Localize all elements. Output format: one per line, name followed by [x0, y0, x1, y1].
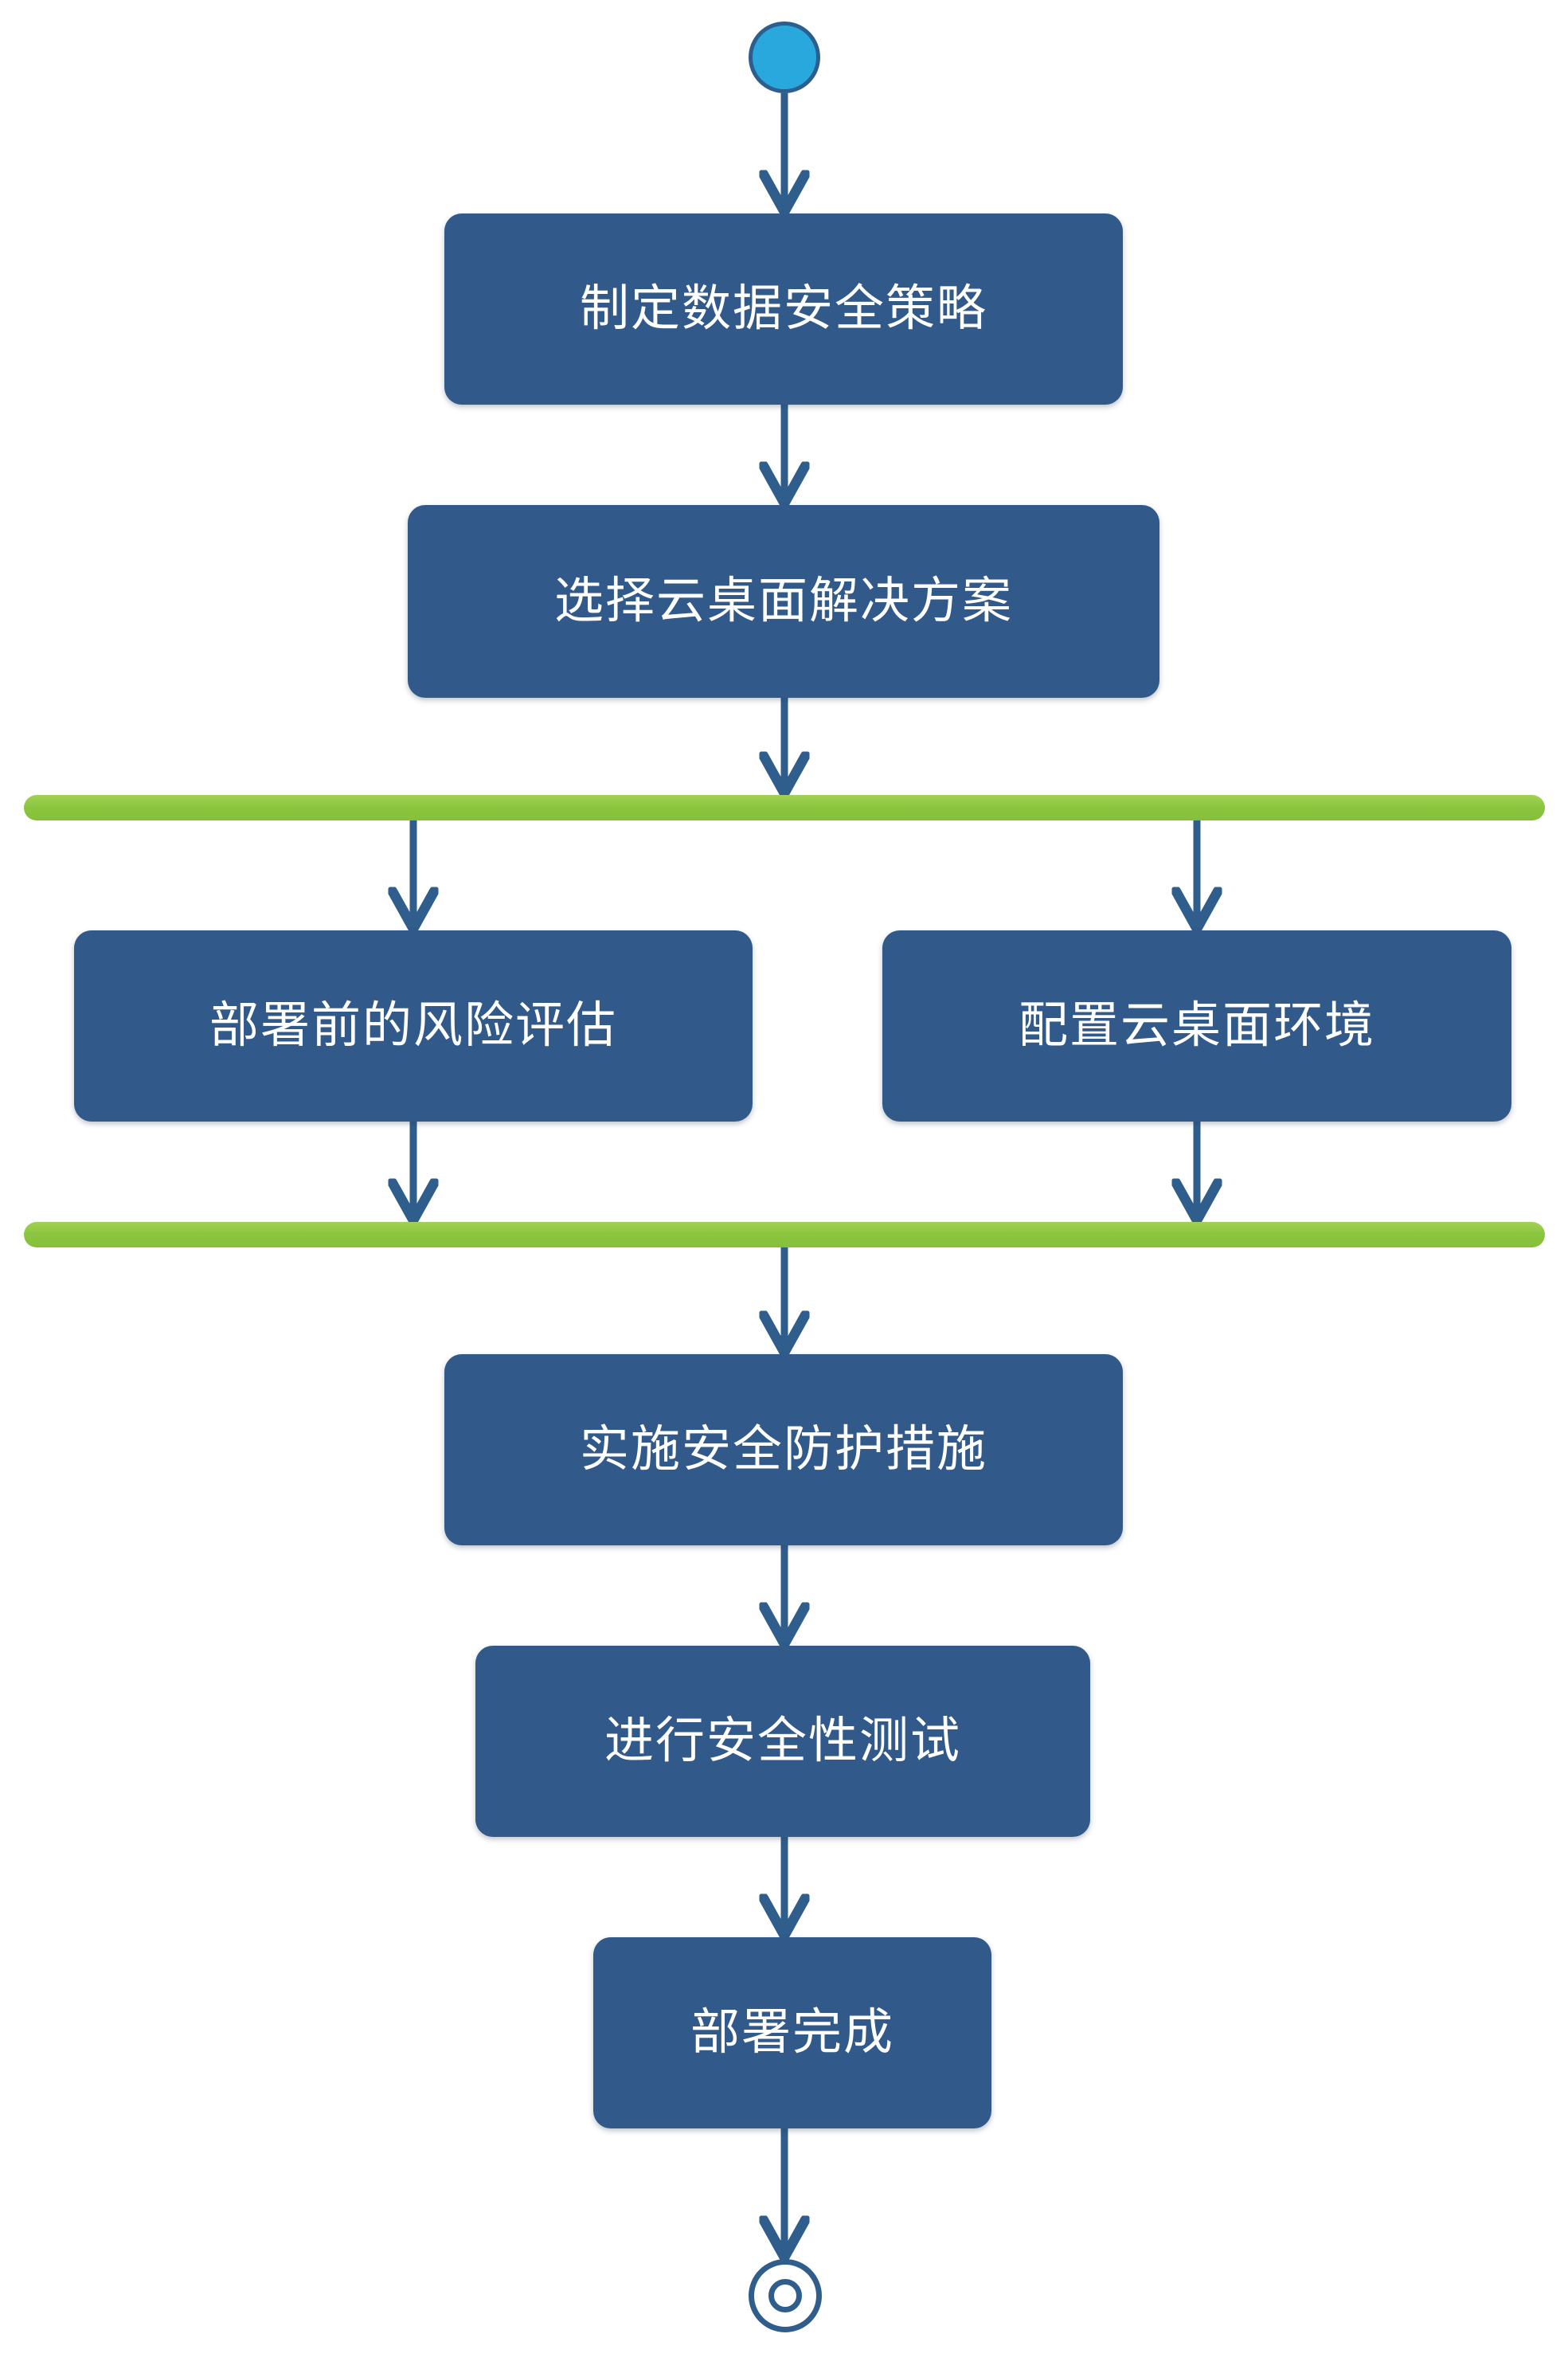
join-bar [24, 1222, 1545, 1247]
activity-node-formulate-data-security-policy[interactable]: 制定数据安全策略 [444, 213, 1123, 405]
activity-node-implement-security-measures[interactable]: 实施安全防护措施 [444, 1354, 1123, 1545]
activity-label: 进行安全性测试 [604, 1713, 961, 1768]
activity-node-select-cloud-desktop-solution[interactable]: 选择云桌面解决方案 [408, 505, 1159, 698]
activity-label: 部署完成 [690, 2004, 894, 2060]
activity-node-deployment-complete[interactable]: 部署完成 [593, 1937, 991, 2128]
fork-bar [24, 795, 1545, 820]
final-node[interactable] [749, 2259, 822, 2332]
initial-node[interactable] [749, 22, 820, 93]
activity-label: 实施安全防护措施 [579, 1421, 987, 1477]
final-node-inner-ring [768, 2279, 802, 2312]
activity-label: 部署前的风险评估 [209, 997, 617, 1053]
activity-label: 制定数据安全策略 [579, 280, 987, 336]
activity-node-conduct-security-testing[interactable]: 进行安全性测试 [475, 1646, 1090, 1837]
activity-label: 配置云桌面环境 [1018, 997, 1375, 1053]
activity-label: 选择云桌面解决方案 [553, 573, 1013, 628]
activity-node-configure-cloud-desktop-environment[interactable]: 配置云桌面环境 [882, 930, 1511, 1122]
activity-node-pre-deployment-risk-assessment[interactable]: 部署前的风险评估 [74, 930, 753, 1122]
